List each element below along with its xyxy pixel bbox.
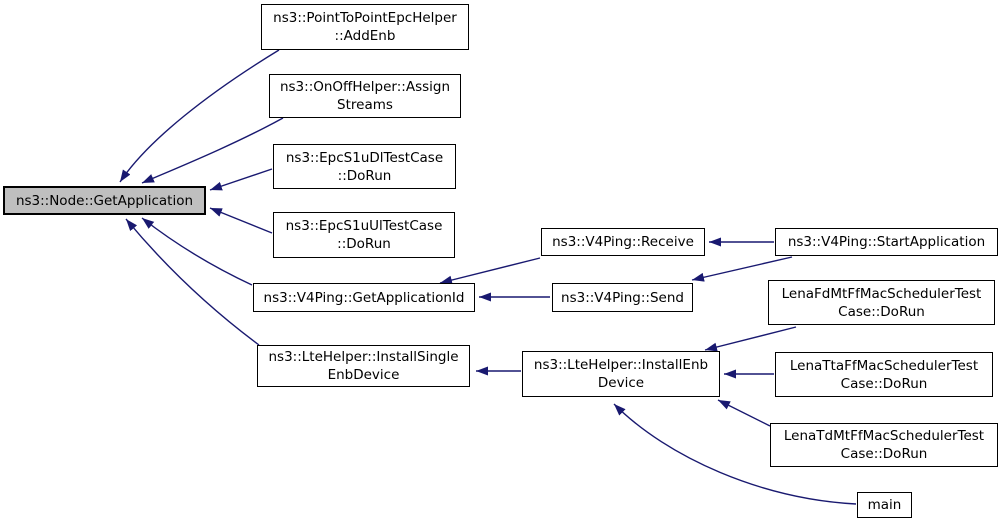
node-label-line: Case::DoRun	[840, 446, 928, 462]
node-label: ns3::V4Ping::Receive	[552, 234, 694, 250]
node-ns3-node-getapplication[interactable]: ns3::Node::GetApplication	[3, 186, 206, 215]
node-label-line: EnbDevice	[327, 367, 400, 383]
node-ns3-pointtopointepchelper-addenb[interactable]: ns3::PointToPointEpcHelper ::AddEnb	[261, 4, 469, 50]
node-lenattaffmacschedulertestcase-dorun[interactable]: LenaTtaFfMacSchedulerTest Case::DoRun	[775, 352, 993, 397]
node-ns3-v4ping-send[interactable]: ns3::V4Ping::Send	[552, 283, 693, 312]
node-label: ns3::V4Ping::GetApplicationId	[263, 289, 465, 306]
node-label: ns3::Node::GetApplication	[15, 192, 194, 209]
node-ns3-onoffhelper-assignstreams[interactable]: ns3::OnOffHelper::Assign Streams	[269, 74, 461, 118]
edge-addenb-to-getapplication	[119, 49, 280, 183]
edge-receive-to-getapplicationid	[439, 257, 541, 285]
node-label-line: ns3::LteHelper::InstallEnb	[533, 357, 709, 373]
node-ns3-ltehelper-installsingleenbdevice[interactable]: ns3::LteHelper::InstallSingle EnbDevice	[257, 345, 470, 387]
edge-epcs1uul-to-getapplication	[209, 207, 273, 234]
node-ns3-v4ping-getapplicationid[interactable]: ns3::V4Ping::GetApplicationId	[253, 283, 475, 312]
node-label: ns3::V4Ping::Send	[561, 289, 684, 306]
node-ns3-v4ping-receive[interactable]: ns3::V4Ping::Receive	[541, 228, 705, 256]
node-main[interactable]: main	[857, 492, 912, 518]
node-label-line: ::DoRun	[337, 167, 392, 184]
node-label-line: Streams	[337, 97, 393, 113]
edge-lenafdmt-to-installenb	[704, 326, 797, 352]
node-label-line: ns3::EpcS1uDlTestCase	[285, 149, 444, 166]
node-label-line: Case::DoRun	[840, 375, 928, 392]
edge-assignstreams-to-getapplication	[141, 117, 284, 184]
node-label-line: LenaTtaFfMacSchedulerTest	[789, 357, 979, 374]
node-ns3-ltehelper-installenbdevice[interactable]: ns3::LteHelper::InstallEnb Device	[522, 351, 720, 397]
edge-epcs1udl-to-getapplication	[209, 168, 273, 191]
node-label: ns3::V4Ping::StartApplication	[787, 234, 986, 250]
node-ns3-epcs1uultestcase-dorun[interactable]: ns3::EpcS1uUlTestCase ::DoRun	[273, 212, 455, 258]
node-label-line: LenaTdMtFfMacSchedulerTest	[783, 428, 985, 444]
node-label-line: ns3::LteHelper::InstallSingle	[268, 349, 459, 365]
node-label-line: ns3::OnOffHelper::Assign	[279, 79, 451, 95]
node-label-line: Case::DoRun	[838, 303, 925, 320]
node-label-line: ::AddEnb	[334, 28, 396, 44]
node-label-line: ns3::EpcS1uUlTestCase	[285, 218, 443, 234]
edge-lenatdmt-to-installenb	[717, 399, 771, 427]
node-label-line: ::DoRun	[337, 236, 391, 252]
node-lenafdmtffmacschedulertestcase-dorun[interactable]: LenaFdMtFfMacSchedulerTest Case::DoRun	[768, 280, 995, 325]
node-ns3-v4ping-startapplication[interactable]: ns3::V4Ping::StartApplication	[775, 228, 998, 256]
edge-installsingleenb-to-getapplication	[125, 218, 260, 346]
edge-main-to-installenb	[613, 403, 857, 505]
node-label-line: ns3::PointToPointEpcHelper	[273, 10, 457, 26]
edge-startapplication-to-send	[691, 256, 793, 282]
node-lenatdmtffmacschedulertestcase-dorun[interactable]: LenaTdMtFfMacSchedulerTest Case::DoRun	[770, 423, 998, 467]
node-label: main	[867, 497, 902, 513]
node-ns3-epcs1udltestcase-dorun[interactable]: ns3::EpcS1uDlTestCase ::DoRun	[273, 144, 456, 189]
edge-getapplicationid-to-getapplication	[141, 217, 253, 286]
node-label-line: LenaFdMtFfMacSchedulerTest	[781, 285, 982, 302]
node-label-line: Device	[597, 375, 645, 391]
